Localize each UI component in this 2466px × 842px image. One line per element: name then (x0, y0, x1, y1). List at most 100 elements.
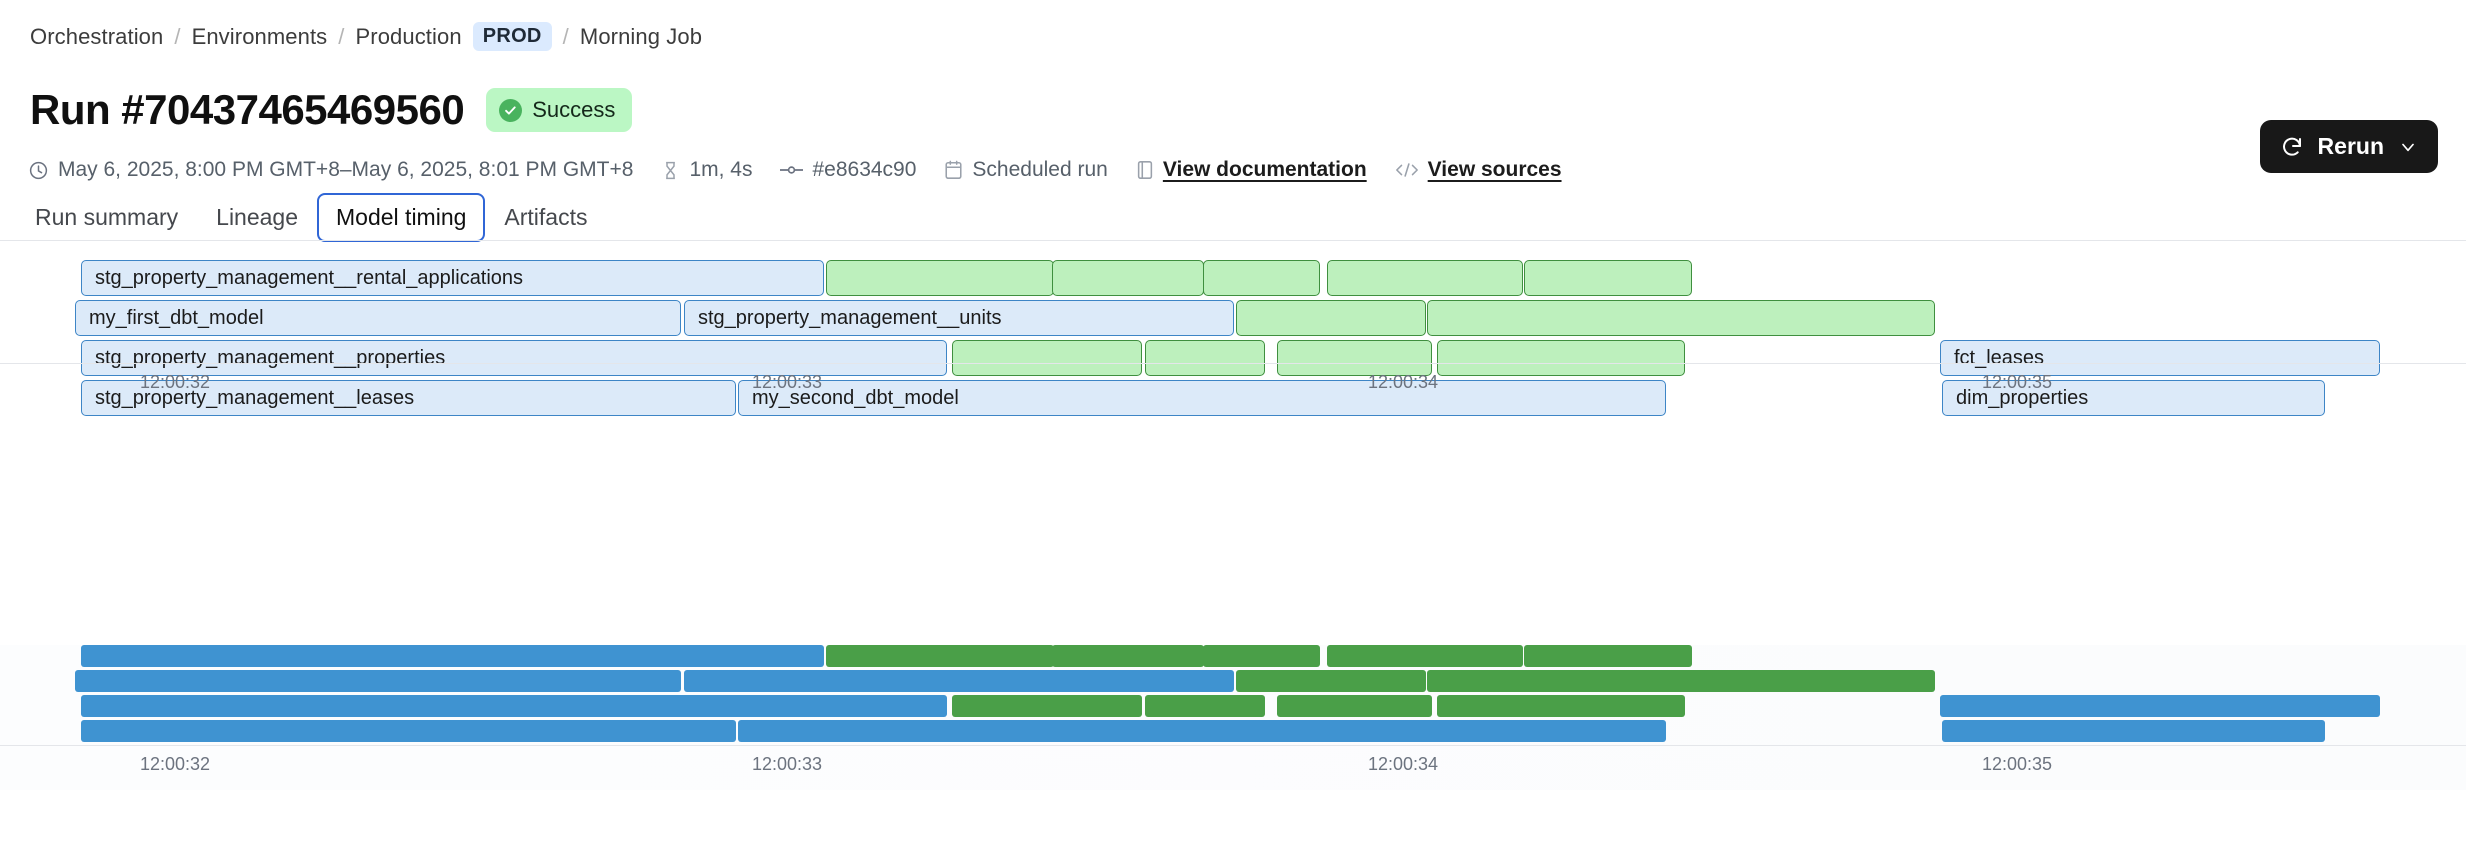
status-badge: Success (486, 88, 633, 132)
minimap-bar-model[interactable] (684, 670, 1234, 692)
breadcrumb-item-production[interactable]: Production (355, 23, 462, 49)
breadcrumb-separator: / (338, 23, 345, 49)
gantt-bar-label: stg_property_management__leases (95, 386, 415, 409)
minimap-bar-test[interactable] (1052, 645, 1204, 667)
gantt-bar-label: stg_property_management__units (698, 306, 1002, 329)
gantt-bar-model[interactable]: dim_properties (1942, 380, 2325, 416)
tab-bar: Run summary Lineage Model timing Artifac… (16, 193, 606, 242)
gantt-bar-label: fct_leases (1954, 346, 2045, 369)
breadcrumb-separator: / (174, 23, 181, 49)
minimap-axis-tick: 12:00:32 (140, 754, 211, 774)
code-icon (1395, 161, 1419, 179)
gantt-bar-model[interactable]: stg_property_management__rental_applicat… (81, 260, 824, 296)
minimap-bar-model[interactable] (75, 670, 681, 692)
gantt-axis-line (0, 363, 2466, 364)
minimap-bar-test[interactable] (1277, 695, 1432, 717)
gantt-bar-label: my_second_dbt_model (752, 386, 959, 409)
gantt-bar-label: my_first_dbt_model (89, 306, 264, 329)
book-icon (1136, 160, 1154, 180)
minimap-row (0, 720, 2466, 742)
rerun-button-label: Rerun (2317, 133, 2384, 159)
gantt-bar-model[interactable]: fct_leases (1940, 340, 2380, 376)
gantt-bar-test[interactable] (1437, 340, 1685, 376)
meta-documentation[interactable]: View documentation (1136, 158, 1367, 182)
view-documentation-link[interactable]: View documentation (1162, 158, 1367, 181)
meta-duration-label: 1m, 4s (689, 158, 753, 181)
gantt-bar-test[interactable] (1524, 260, 1692, 296)
gantt-bar-test[interactable] (1327, 260, 1523, 296)
minimap-bar-test[interactable] (1236, 670, 1426, 692)
minimap-bar-test[interactable] (1437, 695, 1685, 717)
gantt-bar-test[interactable] (826, 260, 1054, 296)
gantt-bar-model[interactable]: stg_property_management__leases (81, 380, 736, 416)
git-commit-icon (780, 162, 804, 178)
gantt-bar-label: stg_property_management__properties (95, 346, 446, 369)
minimap-bar-test[interactable] (1524, 645, 1692, 667)
tab-artifacts[interactable]: Artifacts (504, 204, 588, 230)
breadcrumb-item-morning-job[interactable]: Morning Job (579, 23, 703, 49)
minimap-bar-test[interactable] (1427, 670, 1935, 692)
gantt-bar-test[interactable] (1052, 260, 1204, 296)
gantt-bar-model[interactable]: stg_property_management__properties (81, 340, 947, 376)
tab-model-timing[interactable]: Model timing (317, 193, 486, 242)
gantt-axis-tick: 12:00:33 (752, 372, 823, 392)
breadcrumb-item-orchestration[interactable]: Orchestration (30, 23, 164, 49)
calendar-icon (944, 160, 963, 180)
rerun-button[interactable]: Rerun (2259, 120, 2438, 173)
minimap-bar-model[interactable] (1942, 720, 2325, 742)
minimap-bar-model[interactable] (738, 720, 1666, 742)
gantt-bar-test[interactable] (1277, 340, 1432, 376)
breadcrumb-env-badge: PROD (472, 22, 552, 51)
minimap-axis-tick: 12:00:35 (1982, 754, 2053, 774)
refresh-icon (2280, 135, 2304, 159)
minimap-bar-test[interactable] (1145, 695, 1265, 717)
gantt-axis-tick: 12:00:35 (1982, 372, 2053, 392)
gantt-bar-model[interactable]: stg_property_management__units (684, 300, 1234, 336)
minimap-bar-model[interactable] (81, 720, 736, 742)
minimap-bar-model[interactable] (81, 695, 947, 717)
minimap-row (0, 695, 2466, 717)
meta-duration: 1m, 4s (661, 158, 752, 182)
gantt-axis-tick: 12:00:34 (1368, 372, 1439, 392)
meta-commit: #e8634c90 (780, 158, 916, 182)
minimap-axis-tick: 12:00:34 (1368, 754, 1439, 774)
minimap-bar-test[interactable] (1203, 645, 1320, 667)
gantt-bar-test[interactable] (1427, 300, 1935, 336)
minimap-row (0, 645, 2466, 667)
meta-timerange: May 6, 2025, 8:00 PM GMT+8–May 6, 2025, … (28, 158, 633, 182)
gantt-bar-test[interactable] (1236, 300, 1426, 336)
minimap-row (0, 670, 2466, 692)
gantt-bar-test[interactable] (1145, 340, 1265, 376)
gantt-bar-test[interactable] (1203, 260, 1320, 296)
tab-bar-divider (0, 240, 2466, 241)
meta-commit-label: #e8634c90 (812, 158, 917, 181)
gantt-bar-model[interactable]: my_second_dbt_model (738, 380, 1666, 416)
minimap-bar-test[interactable] (1327, 645, 1523, 667)
minimap-bar-model[interactable] (81, 645, 824, 667)
page-title: Run #70437465469560 (30, 86, 465, 133)
meta-trigger-label: Scheduled run (972, 158, 1108, 181)
minimap-bar-test[interactable] (952, 695, 1142, 717)
gantt-bar-model[interactable]: my_first_dbt_model (75, 300, 681, 336)
check-circle-icon (499, 98, 523, 122)
gantt-bar-label: dim_properties (1956, 386, 2089, 409)
gantt-axis-tick: 12:00:32 (140, 372, 211, 392)
hourglass-icon (661, 160, 680, 181)
gantt-row: my_first_dbt_model stg_property_managemen… (0, 300, 2466, 336)
view-sources-link[interactable]: View sources (1427, 158, 1562, 181)
breadcrumb-separator: / (562, 23, 569, 49)
meta-trigger: Scheduled run (944, 158, 1108, 182)
gantt-bar-test[interactable] (952, 340, 1142, 376)
tab-run-summary[interactable]: Run summary (35, 204, 179, 230)
model-timing-gantt: stg_property_management__rental_applicat… (0, 260, 2466, 590)
clock-icon (28, 160, 49, 181)
meta-sources[interactable]: View sources (1395, 158, 1562, 182)
gantt-row: stg_property_management__leases my_second… (0, 380, 2466, 416)
run-metadata: May 6, 2025, 8:00 PM GMT+8–May 6, 2025, … (28, 158, 1590, 182)
title-row: Run #70437465469560 Success (30, 86, 633, 133)
breadcrumb-item-environments[interactable]: Environments (191, 23, 328, 49)
minimap-bar-model[interactable] (1940, 695, 2380, 717)
tab-lineage[interactable]: Lineage (216, 204, 299, 230)
minimap-bar-test[interactable] (826, 645, 1054, 667)
